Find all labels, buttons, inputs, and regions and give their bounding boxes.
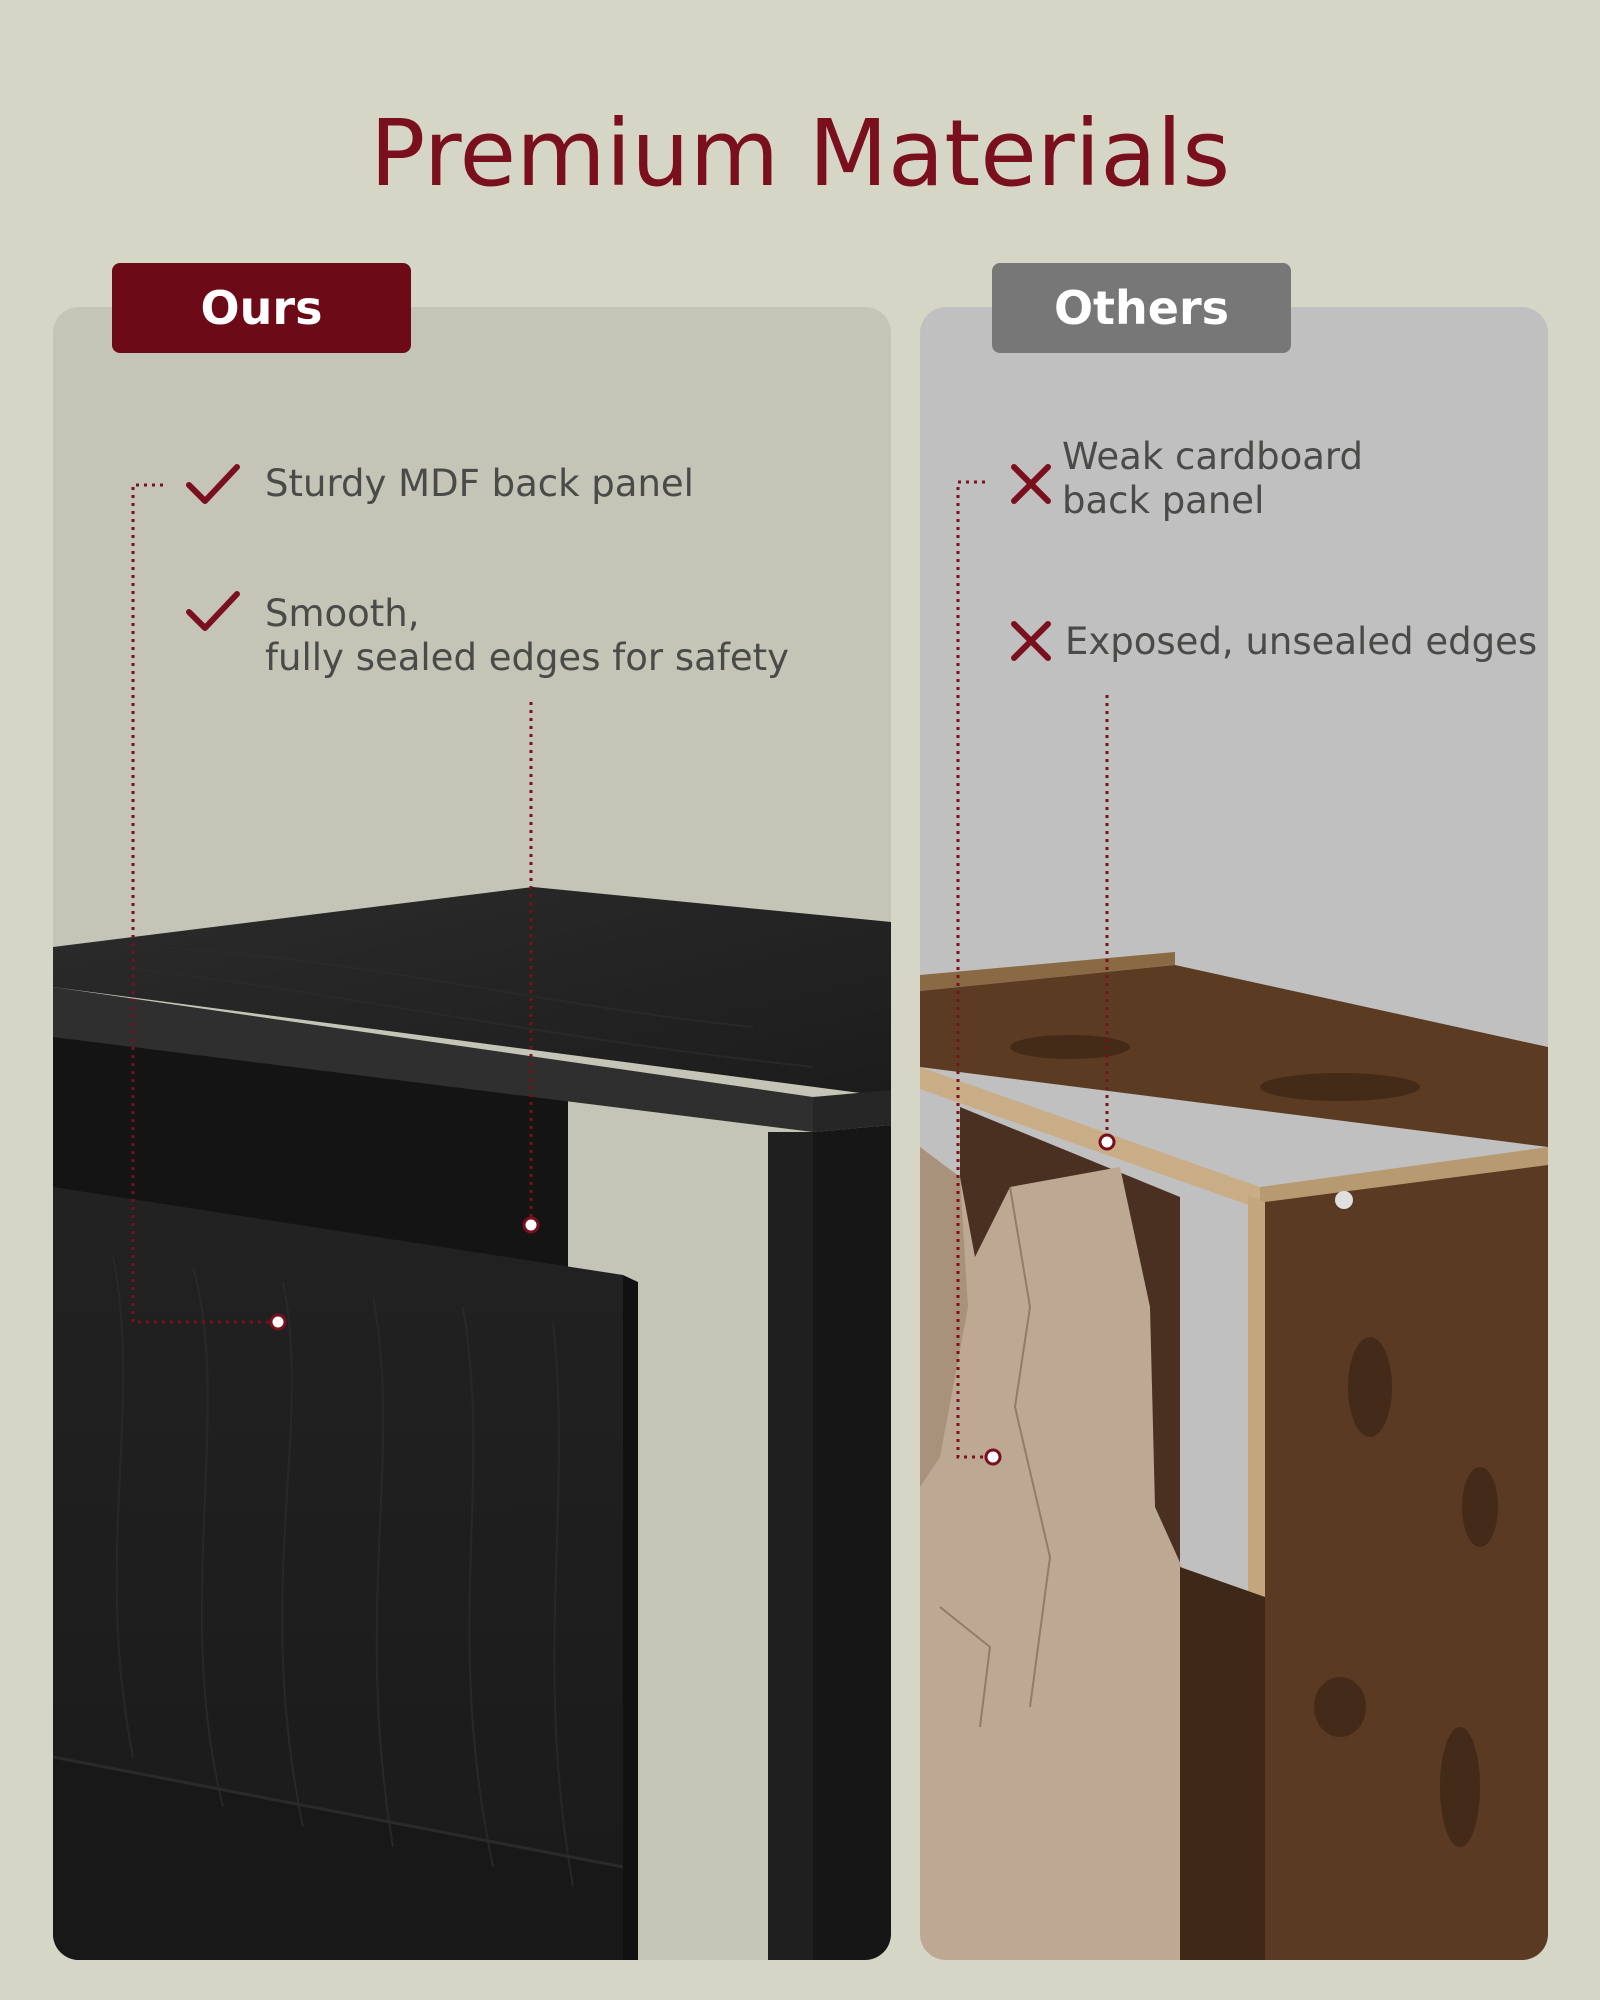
check-icon (183, 582, 243, 642)
page-title: Premium Materials (369, 100, 1231, 207)
ours-panel: Sturdy MDF back panel Smooth, fully seal… (53, 307, 891, 1960)
rustic-cabinet-illustration (920, 952, 1548, 1960)
cross-icon (1002, 612, 1062, 672)
others-panel: Weak cardboard back panel Exposed, unsea… (920, 307, 1548, 1960)
tab-others: Others (992, 263, 1291, 353)
cross-icon (1002, 455, 1062, 515)
feature-line: fully sealed edges for safety (265, 636, 790, 679)
tab-ours: Ours (112, 263, 411, 353)
feature-line: back panel (1062, 479, 1265, 522)
feature-cardboard-back-panel: Weak cardboard back panel (1062, 435, 1363, 523)
feature-line: Weak cardboard (1062, 435, 1363, 478)
feature-unsealed-edges: Exposed, unsealed edges (1065, 620, 1537, 664)
check-icon (183, 455, 243, 515)
black-cabinet-illustration (53, 887, 891, 1960)
feature-sealed-edges: Smooth, fully sealed edges for safety (265, 592, 789, 680)
feature-line: Exposed, unsealed edges (1065, 620, 1538, 663)
feature-line: Sturdy MDF back panel (265, 462, 694, 505)
feature-line: Smooth, (265, 592, 420, 635)
feature-mdf-back-panel: Sturdy MDF back panel (265, 462, 694, 506)
